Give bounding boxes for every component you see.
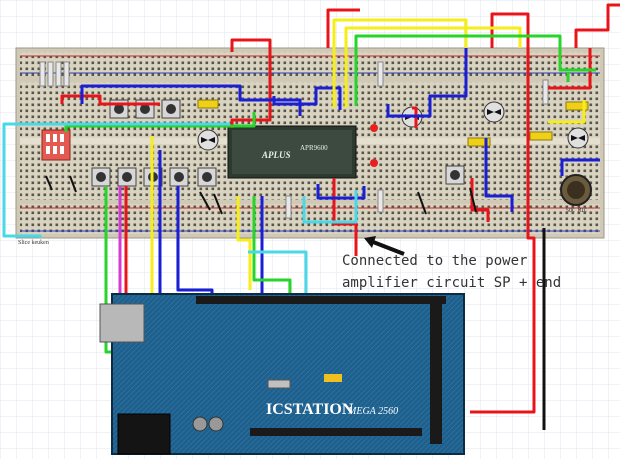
microphone-icon: SOC MIC	[560, 174, 592, 214]
annotation-line-2: amplifier circuit SP + end	[342, 275, 561, 291]
wire-green	[64, 112, 256, 132]
mic-label: SOC MIC	[566, 208, 587, 214]
wire-blue	[560, 158, 600, 176]
resistor-icon	[285, 195, 292, 219]
push-button-icon	[161, 99, 181, 119]
board-model: MEGA 2560	[347, 406, 398, 417]
potentiometer-icon	[483, 101, 505, 123]
resistor-group	[39, 61, 549, 219]
wire-blue	[316, 184, 366, 200]
wire-black	[45, 175, 477, 215]
push-button-icon	[117, 167, 137, 187]
wire-blue	[272, 86, 342, 110]
annotation-line-1: Connected to the power	[342, 253, 527, 269]
arrowhead-icon	[364, 236, 376, 248]
wire-red	[332, 178, 358, 256]
board-capacitor-icon	[208, 416, 224, 432]
wire-red	[326, 8, 360, 48]
wire-red	[60, 94, 160, 106]
apr9600-chip: APLUS APR9600	[227, 125, 357, 179]
led-icon	[370, 124, 378, 132]
wire-red	[230, 38, 272, 128]
header-bottom	[250, 428, 422, 436]
push-button-icon	[197, 167, 217, 187]
resistor-icon	[55, 61, 62, 87]
wire-cyan	[302, 190, 358, 224]
board-capacitor-icon	[192, 416, 208, 432]
wire-red	[412, 106, 418, 128]
arrow-icon	[367, 238, 405, 256]
led-icon	[370, 159, 378, 167]
push-button-icon	[169, 167, 189, 187]
header-top	[196, 296, 446, 304]
dc-jack-icon	[117, 413, 171, 455]
arduino-mega-board: ICSTATION MEGA 2560	[99, 293, 465, 455]
wire-blue	[484, 138, 514, 212]
wire-yellow	[332, 18, 468, 108]
capacitor-group	[197, 99, 589, 147]
capacitor-icon	[529, 131, 553, 141]
annotation: Connected to the power amplifier circuit…	[342, 236, 561, 291]
resistor-icon	[39, 61, 46, 87]
wire-red	[548, 48, 592, 90]
power-rail-bottom	[20, 204, 600, 234]
wire-green	[252, 196, 292, 300]
push-button-icon	[445, 165, 465, 185]
wire-blue	[386, 48, 468, 118]
header-right	[430, 304, 442, 444]
wire-red	[470, 12, 536, 414]
wire-yellow	[236, 196, 252, 290]
potentiometer-icon	[567, 127, 589, 149]
resistor-icon	[377, 189, 384, 213]
resistor-icon	[542, 79, 549, 105]
chip-label: APR9600	[300, 144, 328, 152]
breadboard-caption: Slice keuken	[18, 240, 49, 246]
wire-yellow	[344, 26, 522, 108]
resistor-icon	[47, 61, 54, 87]
capacitor-icon	[565, 101, 589, 111]
push-button-icon	[91, 167, 111, 187]
wire-red	[574, 3, 620, 48]
crystal-icon	[267, 379, 291, 389]
board-chip-icon	[324, 374, 342, 382]
potentiometer-icon	[197, 129, 219, 151]
capacitor-icon	[197, 99, 219, 109]
chip-brand: APLUS	[261, 150, 291, 160]
wire-yellow	[548, 100, 586, 124]
wire-green	[354, 34, 596, 106]
board-brand: ICSTATION	[266, 401, 354, 418]
wire-cyan	[248, 250, 308, 296]
resistor-icon	[63, 61, 70, 87]
dip-switch-icon	[41, 129, 71, 161]
usb-connector-icon	[99, 303, 145, 343]
capacitor-icon	[467, 137, 491, 147]
resistor-icon	[377, 61, 384, 87]
led-group	[370, 124, 378, 167]
